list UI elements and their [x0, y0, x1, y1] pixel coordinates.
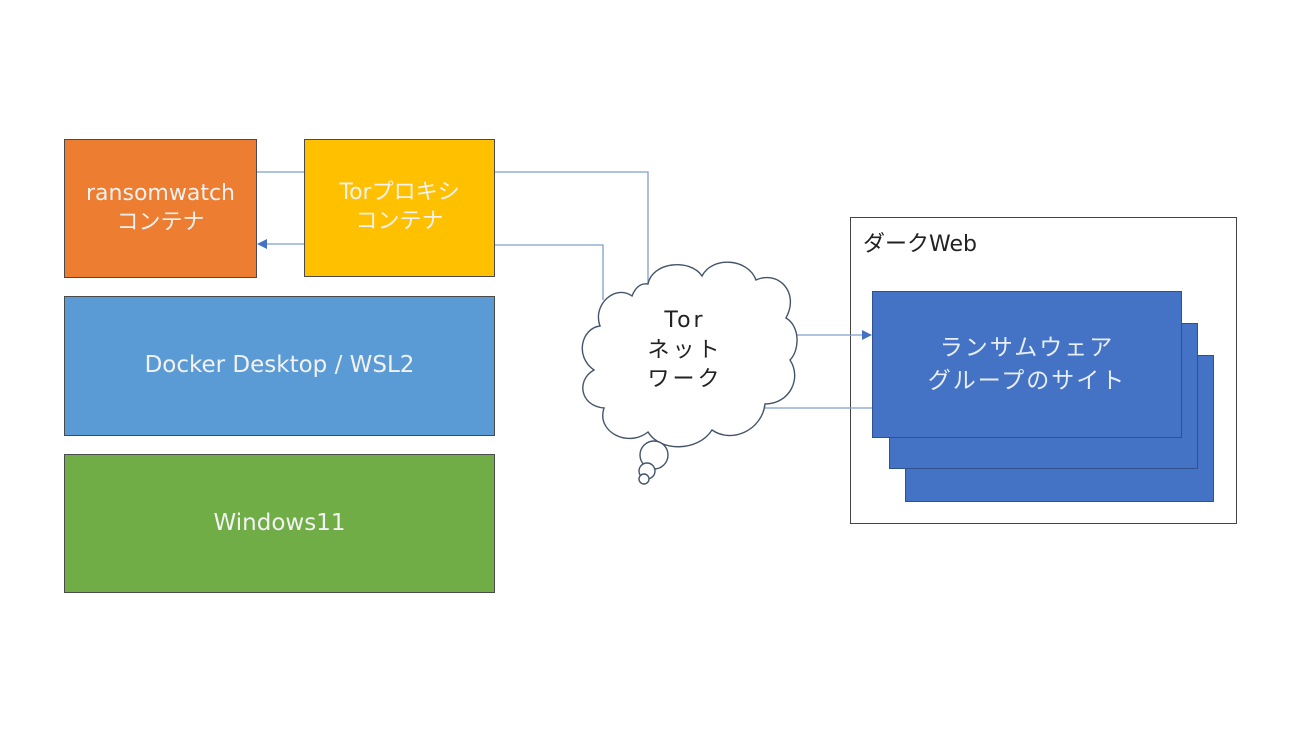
docker-label: Docker Desktop / WSL2: [144, 352, 415, 379]
edge-torproxy-to-cloud-upper: [495, 171, 649, 284]
ransomware-site-card-front: ランサムウェア グループのサイト: [872, 291, 1182, 438]
dark-web-label: ダークWeb: [863, 232, 977, 257]
tor-network-label-line3: ワーク: [647, 367, 723, 393]
tor-proxy-label-line2: コンテナ: [355, 209, 444, 234]
tor-network-label-line1: Tor: [664, 308, 706, 333]
ransomware-site-label-line2: グループのサイト: [927, 367, 1127, 394]
tor-network-label-line2: ネット: [647, 337, 723, 363]
tor-proxy-label-line1: Torプロキシ: [339, 180, 460, 206]
ransomware-site-label-line1: ランサムウェア: [939, 335, 1115, 362]
tor-proxy-container-box: Torプロキシ コンテナ: [304, 139, 495, 277]
tor-network-label: Tor ネット ワーク: [630, 306, 740, 395]
ransomwatch-label-line2: コンテナ: [116, 209, 205, 235]
windows-label: Windows11: [213, 509, 346, 536]
windows11-box: Windows11: [64, 454, 495, 593]
ransomwatch-container-box: ransomwatch コンテナ: [64, 139, 257, 278]
edge-torproxy-to-cloud-lower: [495, 244, 604, 300]
ransomwatch-label-line1: ransomwatch: [86, 180, 235, 206]
docker-desktop-wsl2-box: Docker Desktop / WSL2: [64, 296, 495, 436]
